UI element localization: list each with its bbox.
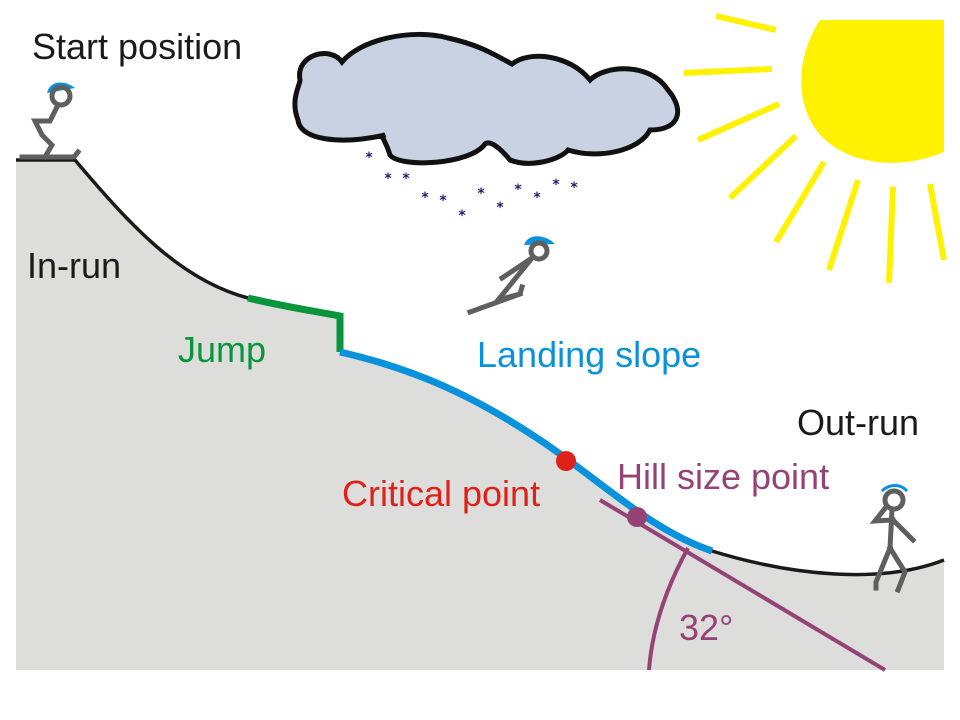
- critical-point-marker: [556, 451, 576, 471]
- sun-ray: [715, 13, 777, 33]
- sun-ray: [886, 186, 896, 284]
- label-start-position: Start position: [32, 26, 242, 67]
- sun-ray: [826, 179, 861, 271]
- sun-icon: [683, 13, 947, 284]
- cloud-icon: [292, 31, 681, 166]
- snowflake: *: [570, 180, 578, 196]
- snowflake: *: [477, 186, 485, 202]
- head: [49, 84, 73, 108]
- skier-start-figure: [19, 82, 82, 161]
- in-run-line: [16, 158, 249, 300]
- sun-ray: [927, 183, 947, 261]
- sun-ray: [696, 101, 781, 143]
- skis: [19, 148, 82, 160]
- label-jump: Jump: [178, 329, 266, 370]
- helmet: [880, 484, 909, 493]
- snowflake: *: [402, 171, 410, 187]
- sun-ray: [773, 160, 827, 244]
- label-out-run: Out-run: [797, 402, 919, 443]
- walking-figure: [869, 484, 917, 594]
- label-hill-size-point: Hill size point: [617, 456, 829, 497]
- snowflake: *: [421, 190, 429, 206]
- snowflake: *: [514, 182, 522, 198]
- snowflake: *: [552, 177, 560, 193]
- snowflake: *: [496, 200, 504, 216]
- head: [528, 240, 550, 262]
- out-run-line: [711, 549, 945, 577]
- label-landing-slope: Landing slope: [477, 334, 701, 375]
- snowflake: *: [384, 171, 392, 187]
- sun-rays: [683, 13, 947, 284]
- hill-ground: [16, 160, 944, 670]
- snowflake: *: [458, 208, 466, 224]
- body: [30, 101, 62, 161]
- sun-ray: [727, 133, 799, 201]
- angle-arc: [647, 547, 690, 671]
- label-in-run: In-run: [27, 245, 121, 286]
- label-critical-point: Critical point: [342, 473, 540, 514]
- snowflake: *: [439, 193, 447, 209]
- skier-flying-figure: [466, 236, 555, 316]
- sun-ray: [683, 66, 773, 76]
- snowflake: *: [533, 190, 541, 206]
- tangent-line: [598, 498, 887, 672]
- hill-size-point-marker: [627, 507, 647, 527]
- snowflakes: * * * * * * * * * * * *: [365, 150, 578, 224]
- sun-disc: [801, 20, 944, 163]
- skis: [466, 290, 524, 316]
- landing-slope-line: [339, 348, 714, 555]
- snowflake: *: [365, 150, 373, 166]
- jump-line: [247, 294, 344, 352]
- body: [869, 503, 917, 594]
- label-angle: 32°: [679, 607, 733, 648]
